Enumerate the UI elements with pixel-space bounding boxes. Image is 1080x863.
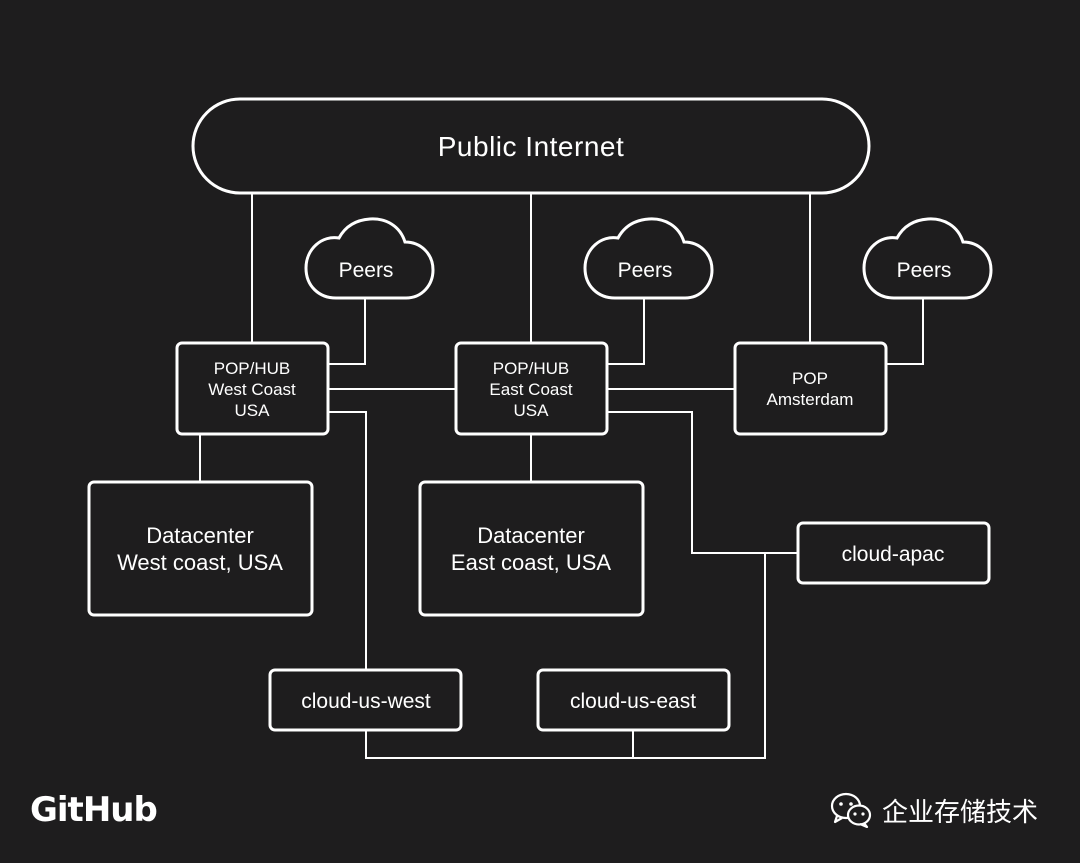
pop-west-line1: POP/HUB	[214, 359, 291, 378]
pop-west-line2: West Coast	[208, 380, 296, 399]
dc-west-line2: West coast, USA	[117, 550, 283, 575]
peers-left-node: Peers	[304, 217, 435, 300]
cloud-apac-label: cloud-apac	[842, 543, 945, 566]
pop-east-line1: POP/HUB	[493, 359, 570, 378]
watermark-text: 企业存储技术	[882, 797, 1039, 828]
pop-amsterdam-node: POP Amsterdam	[733, 341, 888, 436]
github-logo: GitHub	[30, 790, 158, 830]
peers-right-to-pop-ams	[887, 298, 924, 365]
peers-left-to-pop-west	[329, 298, 366, 365]
pop-ams-line2: Amsterdam	[767, 390, 854, 409]
peers-middle-to-pop-east	[608, 298, 645, 365]
pop-hub-east-node: POP/HUB East Coast USA	[454, 341, 609, 436]
wechat-icon	[830, 792, 872, 828]
peers-middle-label: Peers	[618, 259, 673, 282]
pop-east-to-cloud-apac	[608, 411, 798, 554]
datacenter-west-node: Datacenter West coast, USA	[87, 480, 314, 617]
cloud-backbone	[365, 553, 766, 759]
cloud-us-west-node: cloud-us-west	[268, 668, 463, 732]
cloud-icon	[862, 217, 993, 300]
cloud-icon	[583, 217, 714, 300]
pop-east-line2: East Coast	[489, 380, 572, 399]
cloud-us-east-label: cloud-us-east	[570, 690, 696, 713]
public-internet-label: Public Internet	[438, 131, 625, 162]
pop-hub-west-node: POP/HUB West Coast USA	[175, 341, 330, 436]
cloud-us-east-node: cloud-us-east	[536, 668, 731, 732]
pop-west-to-cloud-us-west	[329, 411, 367, 670]
dc-west-line1: Datacenter	[146, 523, 254, 548]
cloud-icon	[304, 217, 435, 300]
public-internet-node: Public Internet	[191, 97, 871, 195]
cloud-apac-node: cloud-apac	[796, 521, 991, 585]
connectors	[199, 190, 924, 759]
datacenter-east-node: Datacenter East coast, USA	[418, 480, 645, 617]
peers-right-label: Peers	[897, 259, 952, 282]
peers-right-node: Peers	[862, 217, 993, 300]
peers-middle-node: Peers	[583, 217, 714, 300]
pop-east-line3: USA	[514, 401, 550, 420]
pop-ams-line1: POP	[792, 369, 828, 388]
dc-east-line2: East coast, USA	[451, 550, 612, 575]
wechat-watermark: 企业存储技术	[830, 790, 1038, 830]
peers-left-label: Peers	[339, 259, 394, 282]
cloud-us-west-label: cloud-us-west	[301, 690, 431, 713]
dc-east-line1: Datacenter	[477, 523, 585, 548]
pop-west-line3: USA	[235, 401, 271, 420]
